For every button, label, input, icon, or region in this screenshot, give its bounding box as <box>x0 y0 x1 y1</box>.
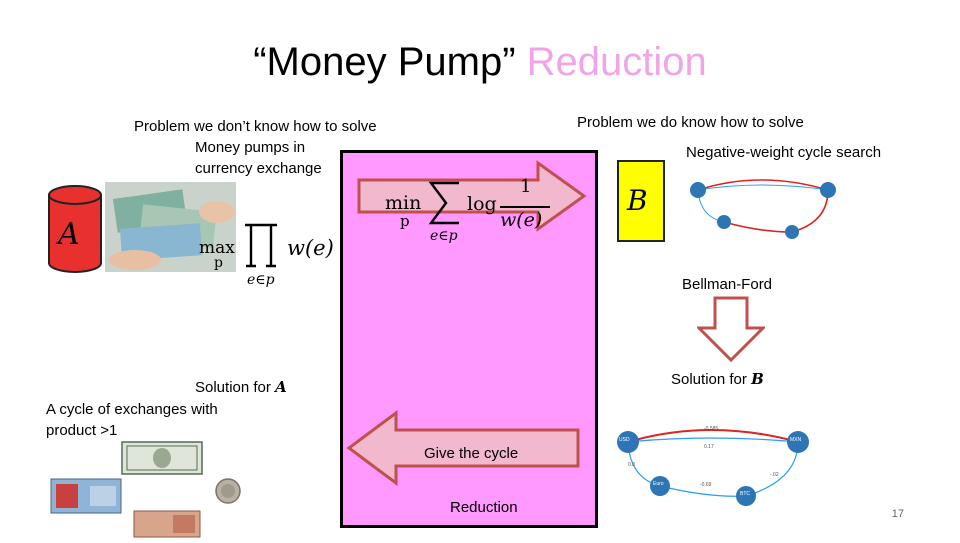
left-formula-op: max <box>199 238 235 258</box>
cycle-text-1: A cycle of exchanges with <box>46 401 218 418</box>
center-formula-den: w(e) <box>500 209 543 231</box>
cylinder-label: A <box>58 217 80 252</box>
node-euro: Euro <box>653 481 664 487</box>
ringgit-bill-image <box>50 478 122 519</box>
dirham-bill-image <box>133 510 201 543</box>
reduction-label: Reduction <box>450 499 518 516</box>
center-formula-op: min <box>385 192 422 214</box>
problem-b-box: B <box>617 160 665 242</box>
edge-label-2: 0.17 <box>704 444 714 450</box>
sum-symbol <box>428 180 462 231</box>
solution-b-text: Solution for <box>671 371 747 388</box>
title-main: “Money Pump” <box>253 40 516 84</box>
fraction-bar <box>500 206 550 208</box>
coin-image <box>214 477 242 510</box>
box-label: B <box>627 184 648 217</box>
node-btc: BTC <box>740 491 750 497</box>
product-symbol <box>243 222 279 273</box>
left-arrow <box>346 410 582 491</box>
center-formula-index: e∈p <box>430 228 458 244</box>
algorithm-label: Bellman-Ford <box>682 276 773 293</box>
left-subtitle-2: currency exchange <box>195 160 322 177</box>
edge-label-5: -0.69 <box>700 482 712 488</box>
left-subtitle-1: Money pumps in <box>195 139 306 156</box>
right-arrow <box>356 160 588 237</box>
solution-b-var: B <box>751 370 764 388</box>
center-formula-log: log <box>467 193 497 215</box>
slide-title: “Money Pump” Reduction <box>0 40 960 85</box>
slide-number: 17 <box>891 508 904 520</box>
solution-cycle-graph: USD MXN Euro BTC -0.585 0.17 0.8 -.02 -0… <box>610 416 820 521</box>
problem-a-cylinder: A <box>46 183 104 280</box>
right-heading: Problem we do know how to solve <box>577 114 804 131</box>
cycle-text-2: product >1 <box>46 422 118 439</box>
solution-a-label: Solution for A <box>195 378 287 396</box>
node-usd: USD <box>619 437 630 443</box>
right-subtitle: Negative-weight cycle search <box>686 144 882 161</box>
left-formula-sub: p <box>214 255 223 271</box>
center-formula-num: 1 <box>520 176 532 197</box>
edge-label-3: 0.8 <box>628 462 635 468</box>
left-formula-index: e∈p <box>247 272 275 288</box>
solution-a-var: A <box>275 378 287 396</box>
down-arrow <box>695 296 767 367</box>
title-accent: Reduction <box>526 40 707 84</box>
left-heading: Problem we don’t know how to solve <box>134 118 377 135</box>
edge-label-4: -.02 <box>770 472 779 478</box>
edge-label-1: -0.585 <box>704 426 719 432</box>
give-cycle-label: Give the cycle <box>424 445 519 462</box>
currency-exchange-photo <box>105 182 236 272</box>
node-mxn: MXN <box>790 437 802 443</box>
solution-b-label: Solution for B <box>671 370 764 388</box>
left-formula-func: w(e) <box>287 236 334 260</box>
center-formula-sub: p <box>400 212 410 230</box>
solution-a-text: Solution for <box>195 379 271 396</box>
dollar-bill-image <box>121 441 203 480</box>
small-cycle-graph <box>680 172 840 253</box>
